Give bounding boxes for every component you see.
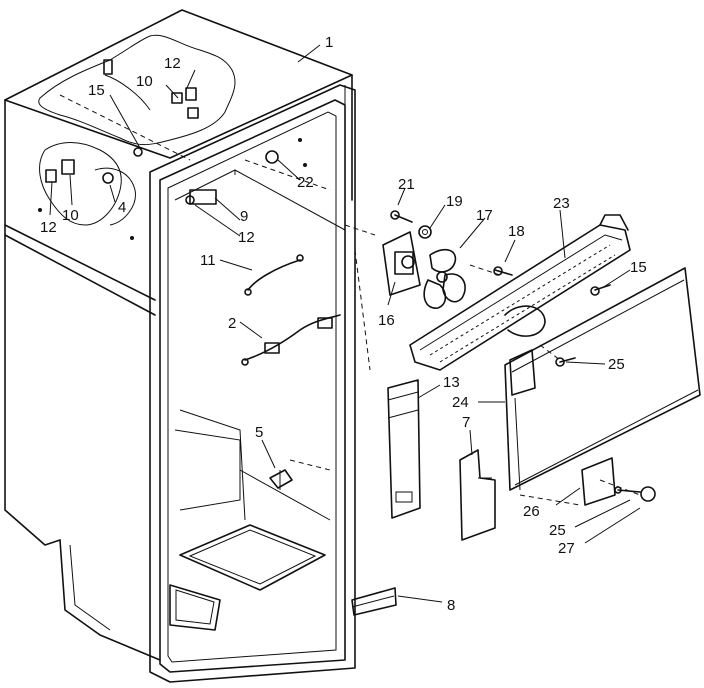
- callout-2: 2: [228, 315, 236, 332]
- callout-12-top: 12: [164, 55, 181, 72]
- callout-10-left: 10: [62, 207, 79, 224]
- callout-12-mid: 12: [238, 229, 255, 246]
- callout-15-top: 15: [88, 82, 105, 99]
- callout-10-top: 10: [136, 73, 153, 90]
- callout-25-upper: 25: [608, 356, 625, 373]
- callout-27: 27: [558, 540, 575, 557]
- callout-7: 7: [462, 414, 470, 431]
- evaporator-fan-assembly: [382, 210, 513, 309]
- callout-24: 24: [452, 394, 469, 411]
- top-wiring-harness: [38, 34, 236, 226]
- callout-16: 16: [378, 312, 395, 329]
- callout-19: 19: [446, 193, 463, 210]
- clip-part-5: [269, 469, 293, 490]
- callout-11: 11: [200, 252, 216, 269]
- callout-5: 5: [255, 424, 263, 441]
- callout-12-left: 12: [40, 219, 57, 236]
- callout-21: 21: [398, 176, 415, 193]
- top-fasteners: [38, 59, 307, 240]
- cabinet-shell: [4, 9, 353, 661]
- callout-4: 4: [118, 199, 126, 216]
- callout-13: 13: [443, 374, 460, 391]
- callout-9: 9: [240, 208, 248, 225]
- callout-23: 23: [553, 195, 570, 212]
- trim-part-8: [351, 587, 397, 616]
- liner-front-frame: [149, 84, 356, 683]
- callout-8: 8: [447, 597, 455, 614]
- panel-part-7: [459, 449, 496, 541]
- callout-1: 1: [325, 34, 333, 51]
- callout-18: 18: [508, 223, 525, 240]
- wire-part-11: [244, 254, 304, 296]
- leader-lines: [49, 44, 641, 603]
- cover-mount-parts: [581, 457, 656, 506]
- air-duct-part-23: [409, 214, 631, 371]
- callout-22: 22: [297, 174, 314, 191]
- harness-part-2: [241, 314, 341, 366]
- callout-25-lower: 25: [549, 522, 566, 539]
- callout-26: 26: [523, 503, 540, 520]
- callout-17: 17: [476, 207, 493, 224]
- reference-lines: [59, 94, 641, 506]
- callout-labels: 1 12 10 15 22 4 10 12 9 12 11 2 5 21 19 …: [40, 34, 647, 614]
- evaporator-cover-part-24: [504, 267, 701, 491]
- panel-part-13: [387, 379, 421, 519]
- callout-15-right: 15: [630, 259, 647, 276]
